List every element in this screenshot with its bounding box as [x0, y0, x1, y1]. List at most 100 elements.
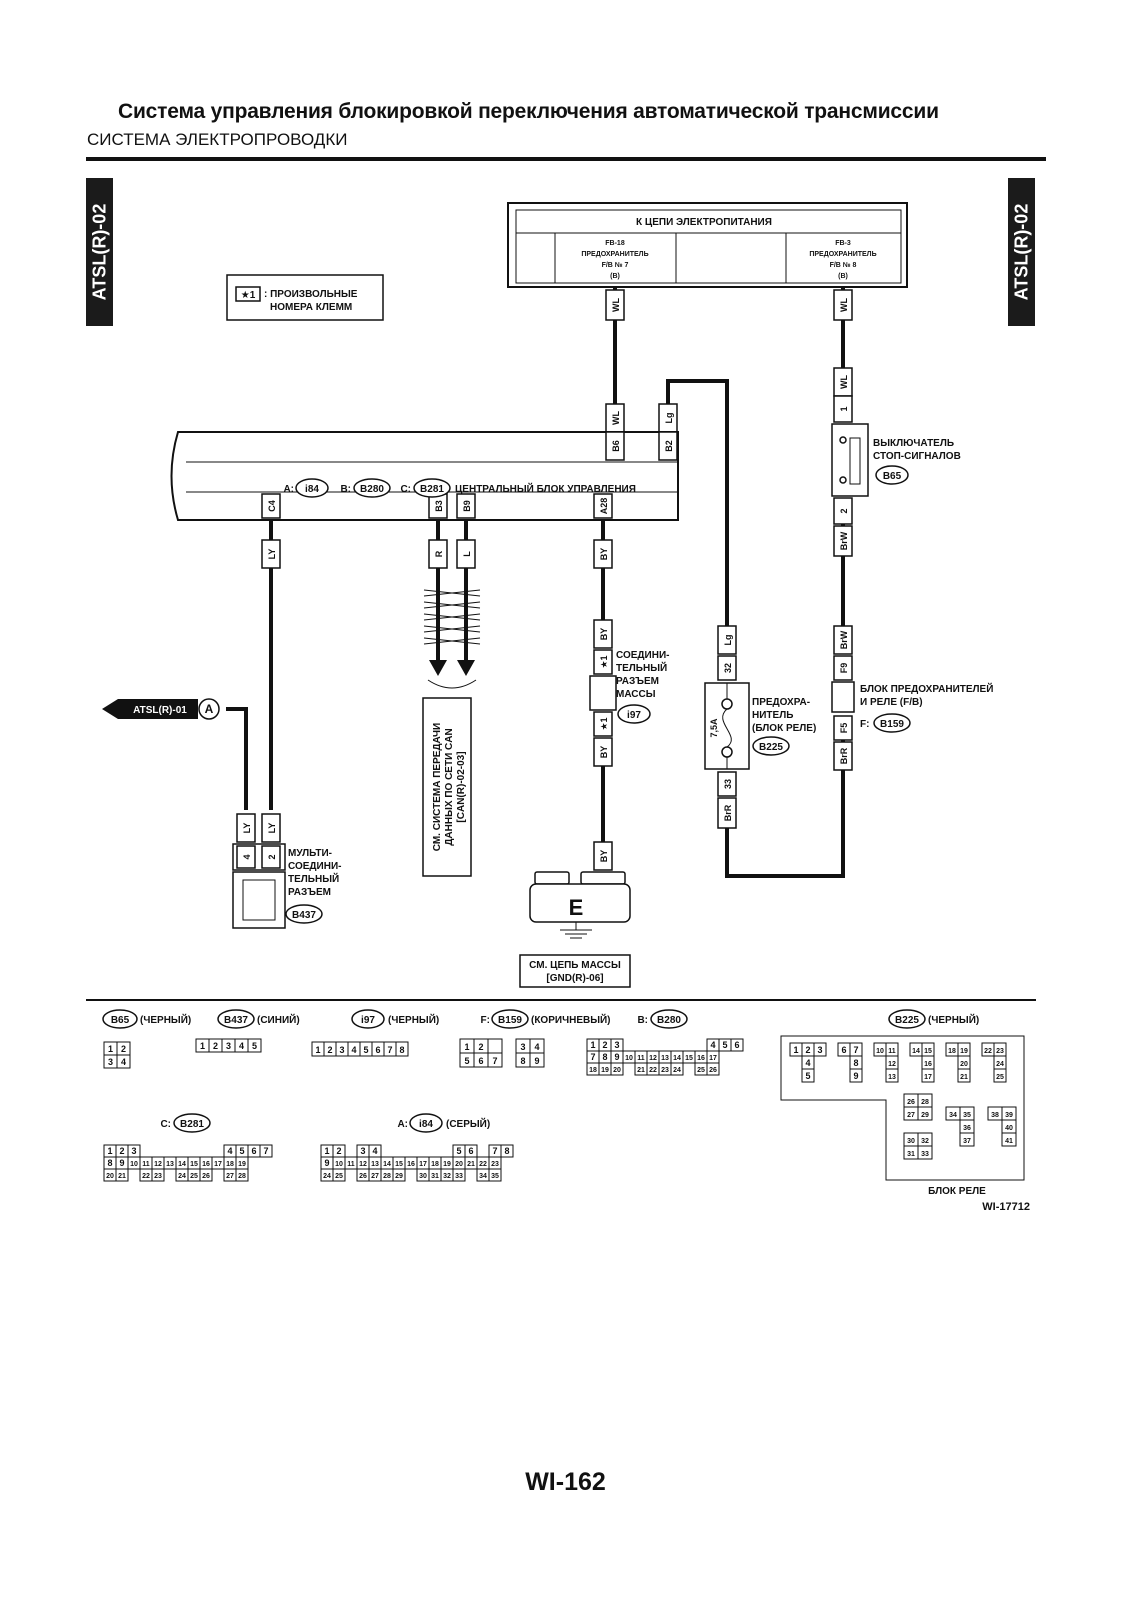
pin-number: 38 [991, 1112, 999, 1119]
pin-number: 35 [963, 1112, 971, 1119]
pin-cell [487, 1038, 503, 1054]
pin-a28: A28 [599, 498, 609, 515]
pin-number: 13 [166, 1161, 174, 1168]
pin-number: 14 [383, 1161, 391, 1168]
pin-number: 17 [924, 1074, 932, 1081]
pin-number: 2 [121, 1044, 126, 1054]
offpage-connector: ATSL(R)-01 A [102, 698, 220, 720]
ground-ref-1: СМ. ЦЕПЬ МАССЫ [529, 960, 621, 971]
power-supply-box: К ЦЕПИ ЭЛЕКТРОПИТАНИЯ FB-18 ПРЕДОХРАНИТЕ… [507, 202, 908, 288]
pin-cell [1001, 1132, 1017, 1147]
pin-number: 2 [119, 1146, 124, 1156]
cv-b225-conn: B225 [895, 1015, 919, 1026]
pin-number: 18 [226, 1161, 234, 1168]
pin-number: 9 [614, 1052, 619, 1062]
pin-number: 8 [602, 1052, 607, 1062]
pin-number: 26 [359, 1173, 367, 1180]
fuse-fb3-line4: (B) [838, 273, 848, 280]
wire-tag-by-1: BY [599, 548, 609, 561]
pin-number: 2 [478, 1042, 483, 1052]
b437-name-2: СОЕДИНИ- [288, 861, 341, 872]
pin-number: 13 [888, 1074, 896, 1081]
joint-pin-1: ★1 [599, 655, 609, 668]
pin-number: 36 [963, 1125, 971, 1132]
pin-b9: B9 [462, 500, 472, 512]
pin-number: 1 [107, 1146, 112, 1156]
cv-b437-conn: B437 [224, 1015, 248, 1026]
header-rule [86, 157, 1046, 161]
wire-tag-ly-2: LY [242, 823, 252, 834]
pin-number: 4 [227, 1146, 232, 1156]
pin-number: 4 [351, 1045, 356, 1055]
pin-cell [706, 1062, 720, 1076]
pin-number: 18 [589, 1067, 597, 1074]
pin-number: 2 [327, 1045, 332, 1055]
pin-number: 2 [213, 1041, 218, 1051]
wire-tag-r: R [434, 550, 444, 557]
cv-b159-prefix: F: [481, 1015, 490, 1026]
pin-number: 12 [649, 1055, 657, 1062]
wire-tag-by-3: BY [599, 746, 609, 759]
wires [226, 287, 845, 878]
pin-number: 39 [1005, 1112, 1013, 1119]
pin-cell [247, 1038, 262, 1053]
pin-number: 16 [202, 1161, 210, 1168]
offpage-label: ATSL(R)-01 [133, 705, 187, 716]
pin-number: 37 [963, 1138, 971, 1145]
pin-number: 33 [455, 1173, 463, 1180]
pin-cell [116, 1054, 131, 1069]
wire-tag-wl-1: WL [611, 298, 621, 312]
pin-number: 4 [239, 1041, 244, 1051]
pin-number: 11 [142, 1161, 150, 1168]
wire-tag-ly-3: LY [267, 823, 277, 834]
b437-name-3: ТЕЛЬНЫЙ [288, 872, 339, 885]
pin-number: 12 [154, 1161, 162, 1168]
pin-number: 26 [709, 1067, 717, 1074]
ecu-conn-c: B281 [420, 484, 444, 495]
pin-number: 3 [131, 1146, 136, 1156]
fuse-fb3-line3: F/B № 8 [830, 261, 857, 269]
pin-cell [332, 1168, 346, 1182]
central-control-unit: B6 B2 C4 B3 B9 A28 A: i84 B: B280 C: B28… [170, 431, 679, 521]
pin-number: 34 [949, 1112, 957, 1119]
pin-number: 15 [190, 1161, 198, 1168]
pin-number: 8 [520, 1056, 525, 1066]
wire-tag-brw-1: BrW [839, 531, 849, 550]
pin-number: 6 [734, 1040, 739, 1050]
ground-letter: E [569, 895, 584, 920]
b437-pin-2: 2 [267, 854, 277, 859]
pin-number: 23 [996, 1048, 1004, 1055]
cv-i97-conn: i97 [361, 1015, 375, 1026]
pin-cell [813, 1042, 827, 1057]
pin-number: 2 [805, 1045, 810, 1055]
ground-ref-2: [GND(R)-06] [546, 973, 603, 984]
pin-number: 19 [601, 1067, 609, 1074]
pin-number: 10 [625, 1055, 633, 1062]
page-title: Система управления блокировкой переключе… [118, 100, 939, 123]
pin-number: 8 [504, 1146, 509, 1156]
pin-number: 1 [315, 1045, 320, 1055]
pin-number: 9 [119, 1158, 124, 1168]
pin-number: 7 [590, 1052, 595, 1062]
pin-number: 16 [697, 1055, 705, 1062]
pin-number: 13 [661, 1055, 669, 1062]
fuse-name-1: ПРЕДОХРА- [752, 697, 810, 708]
pin-number: 12 [888, 1061, 896, 1068]
pin-number: 2 [336, 1146, 341, 1156]
page-number: WI-162 [525, 1468, 606, 1496]
ecu-prefix-a: A: [283, 484, 294, 495]
pin-number: 28 [921, 1099, 929, 1106]
wire-tag-lg-1: Lg [664, 413, 674, 424]
pin-number: 5 [722, 1040, 727, 1050]
pin-cell [670, 1062, 684, 1076]
pin-number: 6 [478, 1056, 483, 1066]
can-reference: СМ. СИСТЕМА ПЕРЕДАЧИ ДАННЫХ ПО СЕТИ CAN … [422, 697, 472, 877]
pin-number: 27 [907, 1112, 915, 1119]
cv-b65-conn: B65 [111, 1015, 130, 1026]
pin-number: 22 [479, 1161, 487, 1168]
pin-number: 34 [479, 1173, 487, 1180]
cv-b159-desc: (КОРИЧНЕВЫЙ) [531, 1013, 611, 1026]
pin-cell [487, 1052, 503, 1068]
pin-b2: B2 [664, 440, 674, 452]
